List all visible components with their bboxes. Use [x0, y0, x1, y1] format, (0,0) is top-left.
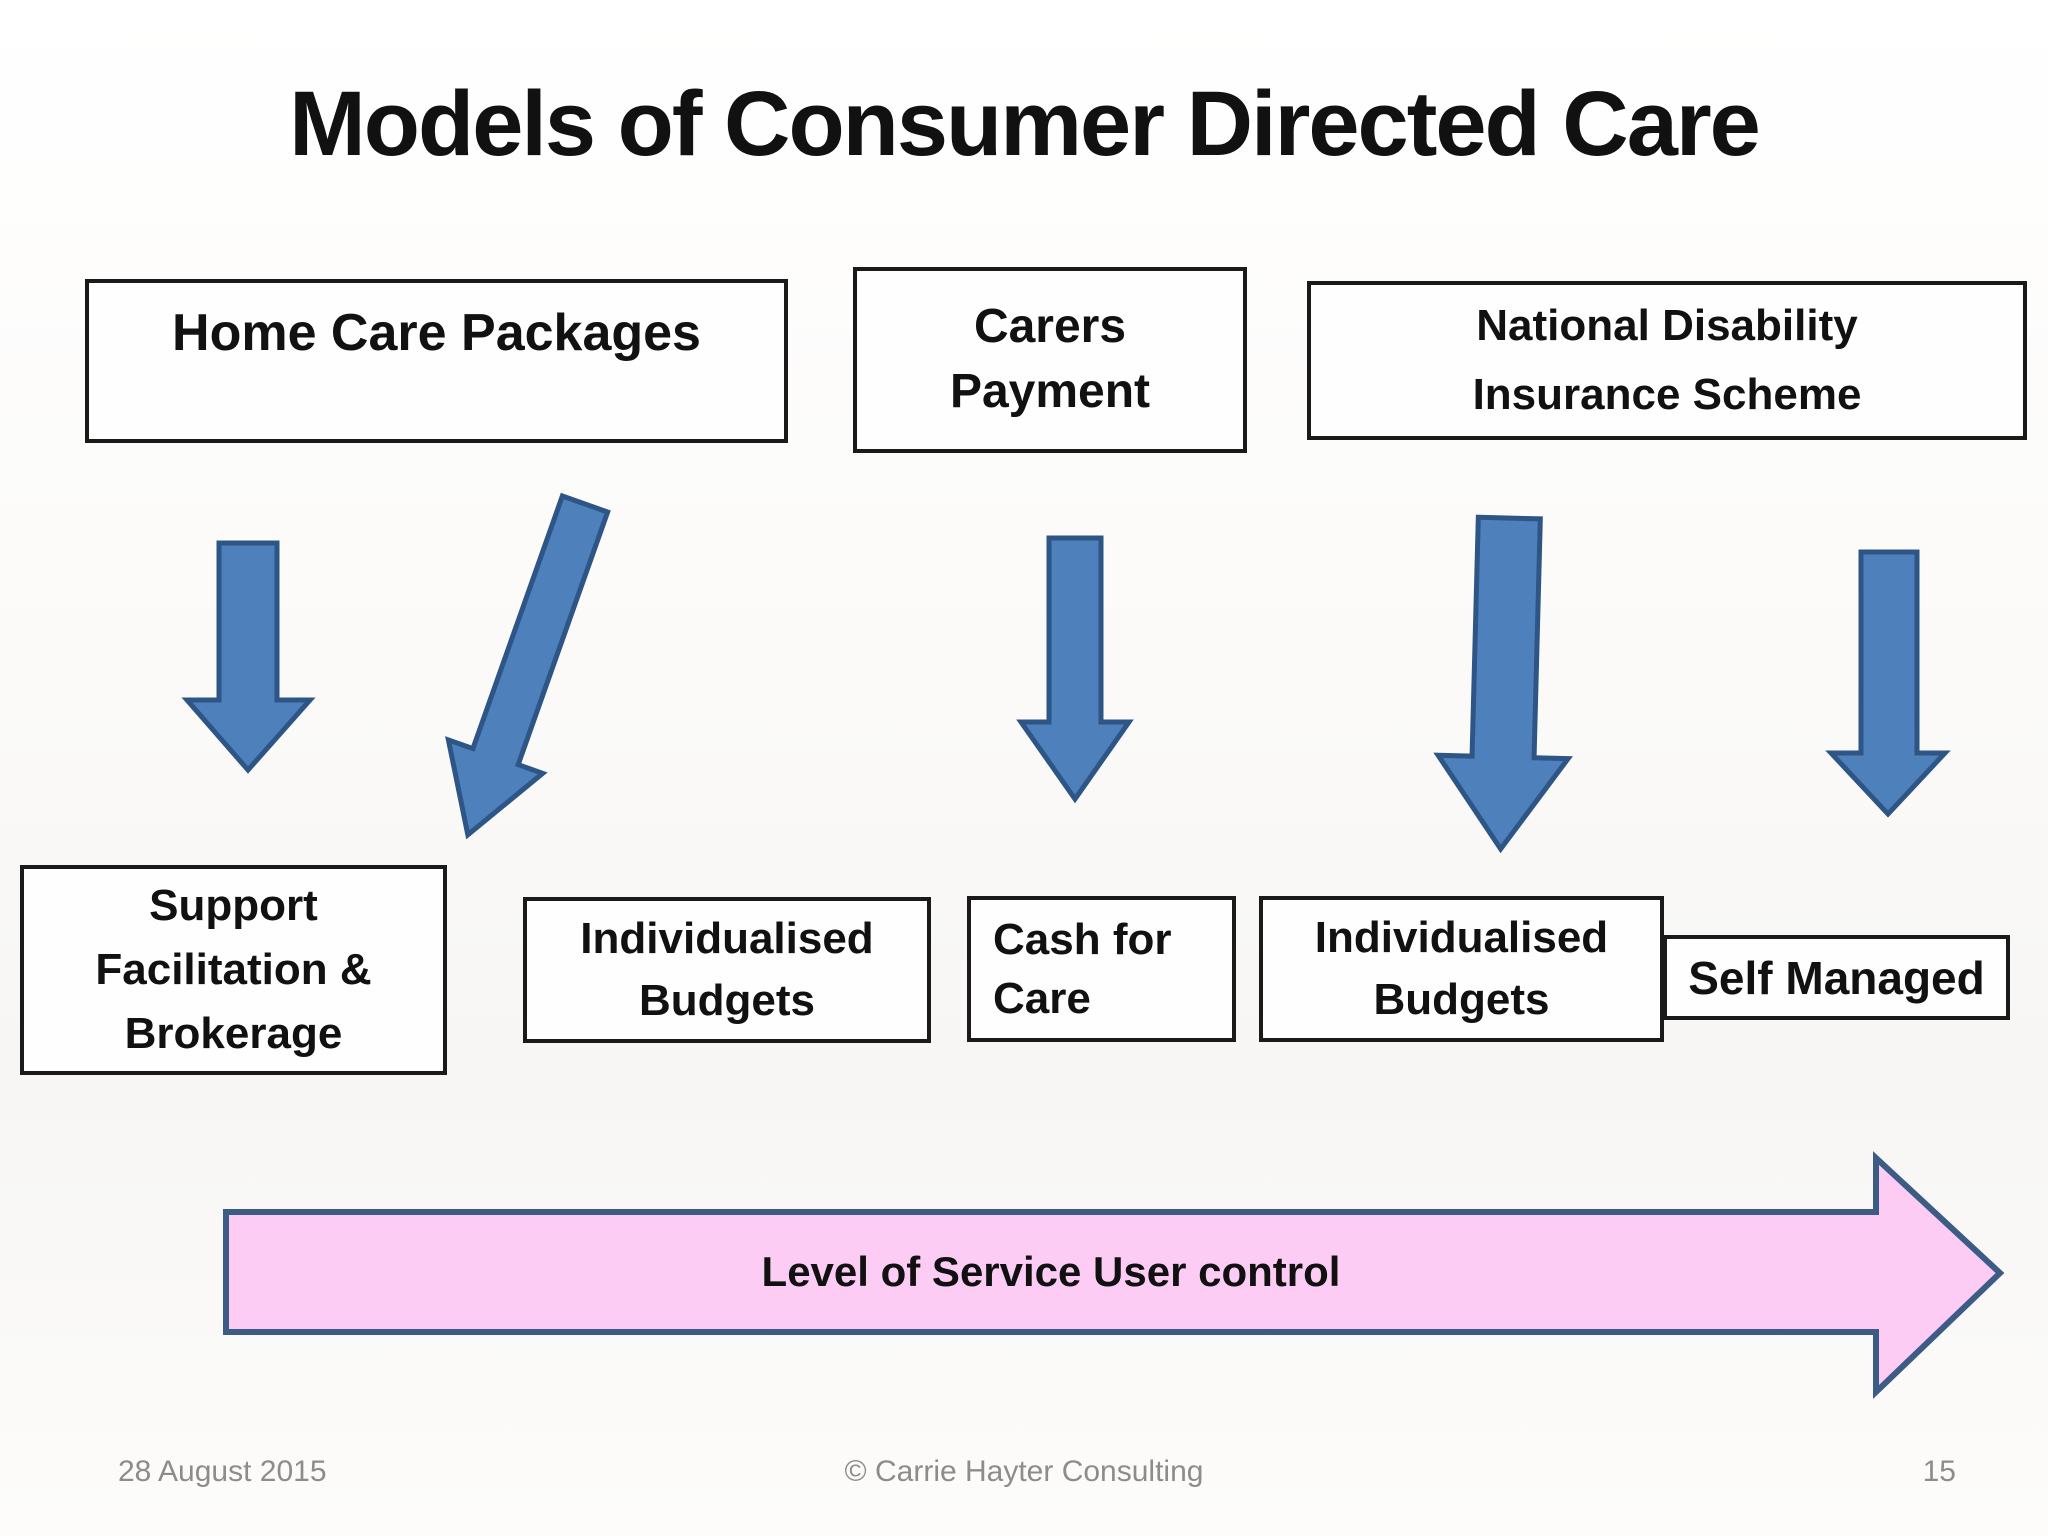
box-label: Carers — [973, 300, 1127, 354]
box-carers-payment: Carers Payment — [853, 267, 1247, 453]
footer-date: 28 August 2015 — [118, 1455, 327, 1488]
box-label: Insurance Scheme — [1472, 369, 1862, 419]
box-label: Budgets — [639, 976, 815, 1025]
box-label: Facilitation & — [95, 945, 372, 995]
down-arrow-cash-for-care-icon — [1016, 535, 1134, 804]
down-arrow-slanted-individualised-icon — [445, 492, 611, 840]
footer-copyright: © Carrie Hayter Consulting — [844, 1455, 1204, 1488]
box-home-care-packages: Home Care Packages — [85, 279, 788, 443]
box-ndis: National Disability Insurance Scheme — [1307, 281, 2027, 440]
box-label: Self Managed — [1688, 951, 1985, 1004]
box-label: Individualised — [580, 914, 874, 964]
box-individualised-budgets-left: Individualised Budgets — [523, 897, 931, 1043]
slide-title: Models of Consumer Directed Care — [289, 73, 1761, 175]
box-individualised-budgets-right: Individualised Budgets — [1259, 896, 1664, 1042]
down-arrow-support-icon — [181, 540, 316, 774]
box-label: Care — [993, 974, 1091, 1023]
box-support-facilitation-brokerage: Support Facilitation & Brokerage — [20, 865, 447, 1075]
box-label: National Disability — [1476, 301, 1858, 351]
box-label: Cash for — [993, 914, 1172, 964]
box-label: Support — [149, 881, 318, 931]
box-cash-for-care: Cash for Care — [967, 896, 1236, 1042]
box-label: Brokerage — [124, 1008, 343, 1058]
box-label: Budgets — [1373, 975, 1550, 1024]
box-self-managed: Self Managed — [1663, 935, 2010, 1020]
banner-arrow-label: Level of Service User control — [761, 1248, 1341, 1295]
footer-page-number: 15 — [1922, 1455, 1956, 1488]
box-label: Individualised — [1314, 913, 1609, 963]
right-arrow-banner-icon — [223, 1151, 2005, 1400]
box-label: Home Care Packages — [172, 304, 701, 362]
down-arrow-self-managed-icon — [1825, 549, 1951, 818]
down-arrow-ndis-individualised-icon — [1433, 514, 1573, 854]
box-label: Payment — [949, 365, 1151, 418]
